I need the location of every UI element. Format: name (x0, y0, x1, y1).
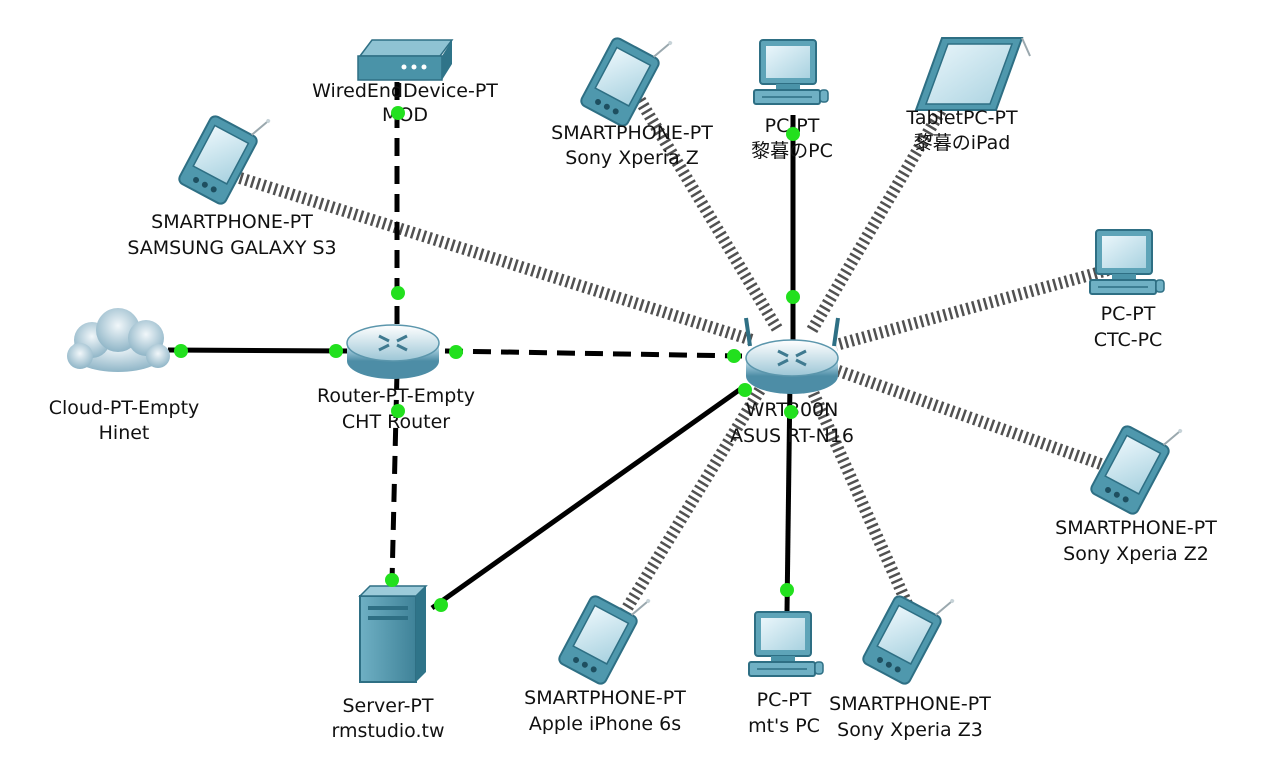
device-type-label: SMARTPHONE-PT (151, 211, 313, 233)
device-name-label: rmstudio.tw (331, 720, 444, 742)
device-type-label: PC-PT (1101, 303, 1156, 325)
link-ipad-asus[interactable] (806, 91, 956, 334)
device-type-label: SMARTPHONE-PT (1055, 517, 1217, 539)
links-layer (167, 82, 1115, 632)
device-name-label: Sony Xperia Z2 (1063, 543, 1209, 565)
device-server[interactable]: Server-PT rmstudio.tw (331, 585, 445, 742)
device-xperia-z3[interactable]: SMARTPHONE-PT Sony Xperia Z3 (829, 573, 991, 741)
device-mod[interactable]: WiredEndDevice-PT MOD (312, 39, 498, 126)
device-type-label: SMARTPHONE-PT (829, 693, 991, 715)
device-name-label: 黎暮のPC (751, 140, 833, 162)
link-endpoint-dot (449, 345, 463, 359)
device-galaxy-s3[interactable]: SMARTPHONE-PT SAMSUNG GALAXY S3 (127, 93, 337, 259)
link-cht-router-asus[interactable] (444, 348, 743, 359)
device-ipad[interactable]: TabletPC-PT 黎暮のiPad (905, 37, 1031, 154)
link-endpoint-dot (391, 404, 405, 418)
pc-icon (753, 39, 829, 105)
link-endpoint-dot (434, 598, 448, 612)
smartphone-icon (1088, 403, 1184, 518)
link-endpoint-dot (329, 344, 343, 358)
link-hinet-cht-router[interactable] (167, 347, 351, 354)
link-ctc-pc-asus[interactable] (834, 264, 1110, 351)
link-xperia-z3-asus[interactable] (806, 387, 918, 618)
device-mt-pc[interactable]: PC-PT mt's PC (748, 611, 824, 737)
wireless-router-icon (744, 317, 840, 396)
device-xperia-z[interactable]: SMARTPHONE-PT Sony Xperia Z (551, 15, 713, 169)
device-name-label: Hinet (99, 422, 150, 444)
device-name-label: SAMSUNG GALAXY S3 (127, 237, 336, 259)
server-icon (358, 585, 428, 683)
device-type-label: SMARTPHONE-PT (551, 122, 713, 144)
device-type-label: Server-PT (342, 695, 433, 717)
link-endpoint-dot (174, 344, 188, 358)
tablet-icon (914, 37, 1031, 111)
pc-icon (1089, 229, 1165, 295)
device-type-label: TabletPC-PT (905, 107, 1018, 129)
link-endpoint-dot (786, 127, 800, 141)
link-endpoint-dot (391, 106, 405, 120)
device-cht-router[interactable]: Router-PT-Empty CHT Router (317, 323, 475, 433)
device-type-label: Cloud-PT-Empty (49, 397, 200, 419)
smartphone-icon (176, 93, 272, 208)
device-name-label: CTC-PC (1094, 329, 1163, 351)
device-pc-top[interactable]: PC-PT 黎暮のPC (751, 39, 833, 162)
device-iphone[interactable]: SMARTPHONE-PT Apple iPhone 6s (524, 573, 686, 735)
link-xperia-z2-asus[interactable] (833, 364, 1115, 474)
link-iphone-asus[interactable] (609, 386, 766, 632)
device-type-label: Router-PT-Empty (317, 385, 475, 407)
device-name-label: MOD (382, 104, 428, 126)
device-ctc-pc[interactable]: PC-PT CTC-PC (1089, 229, 1165, 351)
device-name-label: CHT Router (342, 411, 450, 433)
link-endpoint-dot (391, 286, 405, 300)
device-type-label: WiredEndDevice-PT (312, 80, 498, 102)
link-endpoint-dot (784, 405, 798, 419)
device-hinet[interactable]: Cloud-PT-Empty Hinet (49, 308, 200, 444)
device-name-label: mt's PC (748, 715, 820, 737)
link-server-asus[interactable] (430, 385, 744, 611)
smartphone-icon (860, 573, 956, 688)
device-xperia-z2[interactable]: SMARTPHONE-PT Sony Xperia Z2 (1055, 403, 1217, 565)
device-name-label: Sony Xperia Z (565, 147, 699, 169)
link-endpoint-dot (780, 583, 794, 597)
pc-icon (748, 611, 824, 677)
device-type-label: PC-PT (757, 689, 812, 711)
cloud-icon (67, 308, 170, 372)
link-endpoint-dot (786, 290, 800, 304)
device-name-label: Apple iPhone 6s (529, 713, 681, 735)
device-name-label: ASUS RT-N16 (730, 425, 854, 447)
router-icon (345, 323, 441, 381)
link-endpoint-dot (385, 573, 399, 587)
link-endpoint-dot (727, 349, 741, 363)
smartphone-icon (578, 15, 674, 130)
link-xperia-z-asus[interactable] (634, 96, 784, 334)
modem-icon (357, 39, 454, 81)
device-type-label: PC-PT (765, 115, 820, 137)
device-name-label: 黎暮のiPad (914, 132, 1011, 154)
device-name-label: Sony Xperia Z3 (837, 719, 983, 741)
link-galaxy-s3-asus[interactable] (238, 172, 754, 346)
link-endpoints (174, 106, 800, 612)
link-endpoint-dot (738, 383, 752, 397)
device-type-label: SMARTPHONE-PT (524, 687, 686, 709)
